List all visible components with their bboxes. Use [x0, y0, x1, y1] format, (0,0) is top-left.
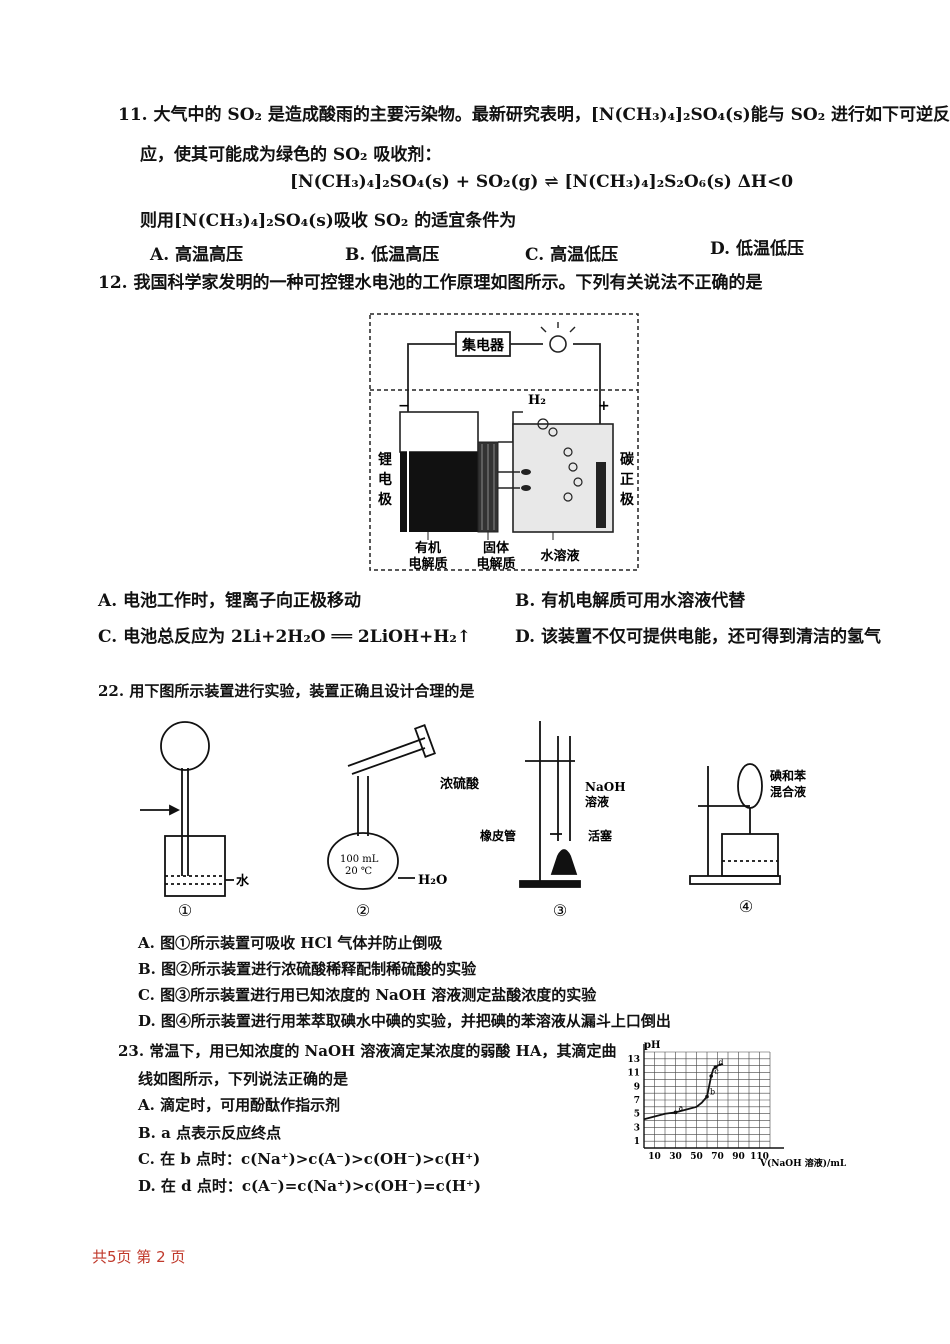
carbon-cathode-label: 碳正极	[620, 451, 635, 508]
collector-label: 集电器	[461, 337, 505, 354]
y-tick-label: 11	[627, 1069, 640, 1079]
point-label-a: a	[679, 1103, 684, 1112]
apparatus-1	[140, 721, 234, 897]
q22-apparatus-figure: 水 ① 浓硫酸 100 mL 20 ℃ H₂O ② NaOH 溶液 橡皮管 活塞…	[140, 721, 807, 920]
y-tick-label: 13	[627, 1055, 640, 1065]
y-tick-label: 1	[634, 1137, 640, 1147]
point-label-c: c	[714, 1067, 719, 1076]
q23-option-d: D. 在 d 点时：c(A⁻)=c(Na⁺)>c(OH⁻)=c(H⁺)	[138, 1177, 482, 1195]
titration-curve	[643, 1062, 724, 1121]
page-footer: 共5页 第 2 页	[92, 1248, 186, 1266]
conc-acid-label: 浓硫酸	[440, 776, 480, 792]
chart-xlabel: V(NaOH 溶液)/mL	[759, 1157, 847, 1169]
q11-option-d: D. 低温低压	[710, 239, 804, 259]
q23-line1: 23. 常温下，用已知浓度的 NaOH 溶液滴定某浓度的弱酸 HA，其滴定曲	[118, 1042, 617, 1060]
q12-stem: 12. 我国科学家发明的一种可控锂水电池的工作原理如图所示。下列有关说法不正确的…	[98, 273, 763, 293]
aqueous-solution-label: 水溶液	[540, 548, 579, 564]
x-tick-label: 50	[690, 1152, 703, 1162]
q11-line1: 11. 大气中的 SO₂ 是造成酸雨的主要污染物。最新研究表明，[N(CH₃)₄…	[118, 105, 950, 125]
label-4: ④	[739, 897, 753, 916]
q11-option-b: B. 低温高压	[345, 245, 440, 265]
h2-bubbles	[537, 418, 583, 502]
point-d	[713, 1065, 718, 1069]
rubber-tube-label: 橡皮管	[480, 828, 516, 843]
q22-option-c: C. 图③所示装置进行用已知浓度的 NaOH 溶液测定盐酸浓度的实验	[138, 986, 597, 1004]
x-tick-label: 30	[669, 1152, 682, 1162]
x-tick-label: 90	[732, 1152, 745, 1162]
y-tick-label: 3	[634, 1123, 640, 1133]
q12-option-d: D. 该装置不仅可提供电能，还可得到清洁的氢气	[515, 627, 881, 647]
h2o-label: H₂O	[418, 873, 447, 888]
solid-electrolyte-label: 固体电解质	[476, 540, 515, 572]
plus-sign: +	[598, 398, 610, 414]
q11-line2: 应，使其可能成为绿色的 SO₂ 吸收剂：	[140, 145, 442, 165]
q22-option-d: D. 图④所示装置进行用苯萃取碘水中碘的实验，并把碘的苯溶液从漏斗上口倒出	[138, 1012, 671, 1030]
label-2: ②	[356, 901, 370, 920]
label-1: ①	[178, 901, 192, 920]
stopcock-label: 活塞	[588, 828, 613, 843]
y-tick-label: 7	[634, 1096, 640, 1106]
h2-label: H₂	[528, 393, 546, 408]
q12-option-a: A. 电池工作时，锂离子向正极移动	[98, 591, 362, 611]
point-a	[673, 1110, 678, 1115]
q11-option-c: C. 高温低压	[525, 245, 619, 265]
q11-equation: [N(CH₃)₄]₂SO₄(s) + SO₂(g) ⇌ [N(CH₃)₄]₂S₂…	[290, 172, 794, 192]
q12-option-c: C. 电池总反应为 2Li+2H₂O ══ 2LiOH+H₂↑	[98, 627, 472, 647]
minus-sign: −	[398, 398, 410, 414]
q23-option-b: B. a 点表示反应终点	[138, 1124, 282, 1142]
point-c	[709, 1074, 713, 1078]
q23-option-c: C. 在 b 点时：c(Na⁺)>c(A⁻)>c(OH⁻)>c(H⁺)	[138, 1150, 481, 1168]
flask-temp-label: 20 ℃	[345, 866, 372, 877]
x-tick-label: 110	[750, 1152, 769, 1162]
iodine-label: 碘和苯	[769, 768, 807, 783]
point-label-b: b	[710, 1088, 715, 1097]
q22-stem: 22. 用下图所示装置进行实验，装置正确且设计合理的是	[98, 682, 475, 700]
q22-option-b: B. 图②所示装置进行浓硫酸稀释配制稀硫酸的实验	[138, 960, 477, 978]
q11-line3: 则用[N(CH₃)₄]₂SO₄(s)吸收 SO₂ 的适宜条件为	[140, 211, 517, 231]
x-tick-label: 10	[648, 1152, 661, 1162]
lithium-electrode-label: 锂电极	[378, 451, 393, 508]
flask-volume-label: 100 mL	[340, 854, 379, 865]
x-tick-label: 70	[711, 1152, 724, 1162]
apparatus-3	[519, 721, 581, 888]
organic-electrolyte-label: 有机电解质	[408, 540, 447, 572]
y-tick-label: 9	[634, 1082, 640, 1092]
q22-option-a: A. 图①所示装置可吸收 HCl 气体并防止倒吸	[138, 934, 443, 952]
chart-ylabel: pH	[644, 1040, 660, 1051]
q23-line2: 线如图所示，下列说法正确的是	[138, 1070, 349, 1088]
apparatus-2	[327, 724, 436, 890]
q23-option-a: A. 滴定时，可用酚酞作指示剂	[138, 1096, 341, 1114]
label-3: ③	[553, 901, 567, 920]
mixture-label: 混合液	[770, 784, 806, 799]
water-label: 水	[236, 873, 250, 889]
point-b	[705, 1094, 709, 1099]
q11-option-a: A. 高温高压	[150, 245, 244, 265]
point-label-d: d	[718, 1058, 723, 1067]
q12-battery-figure: 集电器 − + H₂ 锂电极 碳正极	[369, 313, 639, 572]
naoh-label: NaOH	[585, 780, 626, 794]
y-tick-label: 5	[634, 1110, 640, 1120]
lightbulb-icon	[540, 322, 576, 353]
apparatus-4	[689, 763, 781, 885]
q12-option-b: B. 有机电解质可用水溶液代替	[515, 591, 746, 611]
solution-label: 溶液	[585, 794, 609, 809]
